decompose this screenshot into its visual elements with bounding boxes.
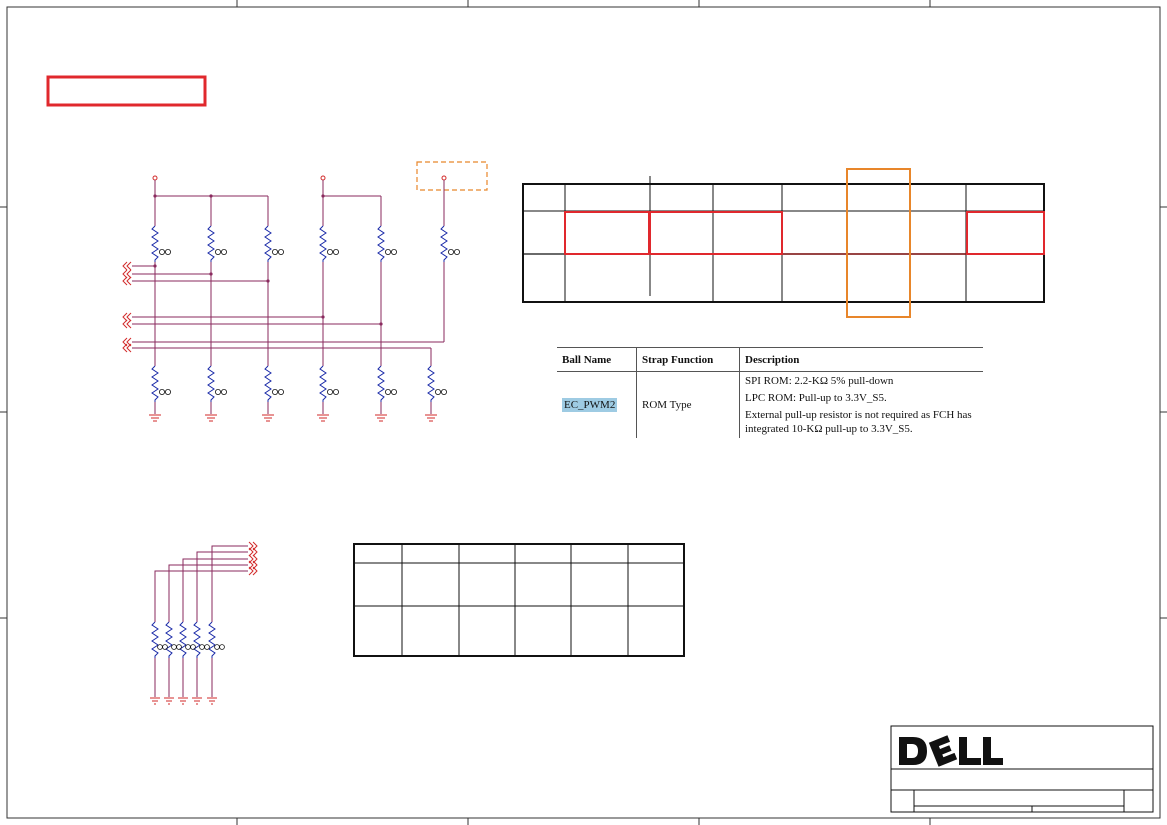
highlight-column (846, 168, 911, 318)
description-cell: SPI ROM: 2.2-KΩ 5% pull-down LPC ROM: Pu… (739, 371, 983, 438)
description-line: External pull-up resistor is not require… (745, 409, 972, 421)
offpage-connectors-lower (248, 541, 258, 576)
strap-function-table: Ball Name Strap Function Description EC_… (557, 347, 983, 438)
highlight-cell-2 (649, 211, 783, 255)
power-port-highlight (416, 161, 488, 191)
header-description: Description (739, 347, 983, 372)
ball-name-cell: EC_PWM2 (557, 372, 637, 439)
title-block (890, 725, 1154, 813)
description-line: SPI ROM: 2.2-KΩ 5% pull-down (745, 375, 894, 387)
dell-logo (899, 735, 1003, 767)
config-table-upper (522, 168, 1045, 318)
strap-function-value: ROM Type (636, 371, 740, 438)
header-strap-function: Strap Function (636, 347, 740, 372)
upper-resistor-network (132, 175, 447, 414)
strap-table-row: EC_PWM2 ROM Type SPI ROM: 2.2-KΩ 5% pull… (557, 371, 983, 439)
highlight-cell-1 (564, 211, 650, 255)
description-line: LPC ROM: Pull-up to 3.3V_S5. (745, 392, 887, 404)
offpage-connectors-upper (122, 261, 132, 353)
upper-pullup-resistors (151, 225, 448, 262)
header-ball-name: Ball Name (557, 347, 637, 372)
ground-symbols-upper (149, 414, 437, 422)
title-marker-box (46, 75, 207, 107)
strap-table-header-row: Ball Name Strap Function Description (557, 347, 983, 372)
stuffing-markers-lower (157, 644, 225, 650)
config-table-lower (353, 543, 685, 657)
upper-pulldown-resistors (151, 365, 435, 402)
ball-name-value: EC_PWM2 (562, 398, 618, 412)
junction-dots (153, 194, 383, 326)
lower-resistors (151, 621, 216, 658)
stuffing-markers-upper (158, 248, 460, 395)
highlight-cell-3 (966, 211, 1045, 255)
ground-symbols-lower (150, 697, 217, 705)
lower-resistor-network (154, 545, 248, 697)
description-line: integrated 10-KΩ pull-up to 3.3V_S5. (745, 423, 913, 435)
